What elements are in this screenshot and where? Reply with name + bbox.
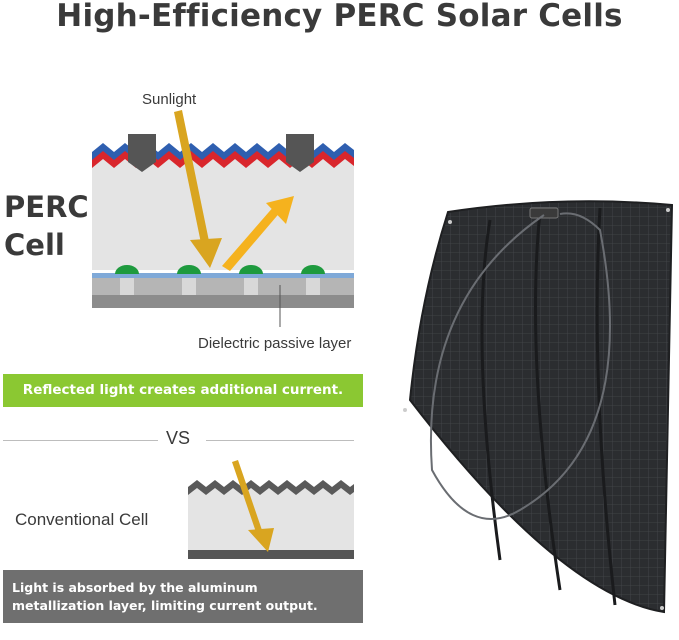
- absorbed-light-banner: Light is absorbed by the aluminum metall…: [3, 570, 363, 623]
- front-contact-right: [286, 134, 314, 172]
- absorbed-line1: Light is absorbed by the aluminum: [12, 580, 258, 595]
- perc-cell-body: [92, 165, 354, 270]
- vs-divider-right: [206, 440, 354, 441]
- arrow-down-right-icon: [174, 110, 222, 268]
- junction-box: [529, 207, 559, 219]
- green-contact-2: [177, 265, 201, 274]
- green-contact-4: [301, 265, 325, 274]
- dielectric-label: Dielectric passive layer: [198, 335, 352, 352]
- panel-body: [408, 200, 674, 614]
- green-contact-3: [239, 265, 263, 274]
- green-contact-1: [115, 265, 139, 274]
- front-contact-left: [128, 134, 156, 172]
- perc-cell-label: PERC Cell: [4, 188, 89, 264]
- panel-cable: [430, 212, 611, 520]
- vs-label: VS: [166, 428, 191, 448]
- sunlight-label: Sunlight: [142, 91, 197, 108]
- perc-label-line1: PERC: [4, 190, 89, 224]
- absorbed-line2: metallization layer, limiting current ou…: [12, 598, 318, 613]
- vs-divider-left: [3, 440, 158, 441]
- rear-metal-dark: [92, 295, 354, 308]
- arrow-up-right-icon: [222, 196, 294, 271]
- absorbed-arrow-icon: [232, 460, 274, 552]
- page-title: High-Efficiency PERC Solar Cells: [56, 0, 623, 34]
- emitter-layer: [92, 159, 354, 180]
- aluminum-layer: [188, 550, 354, 559]
- perc-label-line2: Cell: [4, 228, 65, 262]
- reflected-light-banner: Reflected light creates additional curre…: [3, 374, 363, 407]
- red-layer: [92, 151, 354, 170]
- dielectric-layer: [92, 273, 354, 278]
- conventional-cell-label: Conventional Cell: [15, 510, 149, 529]
